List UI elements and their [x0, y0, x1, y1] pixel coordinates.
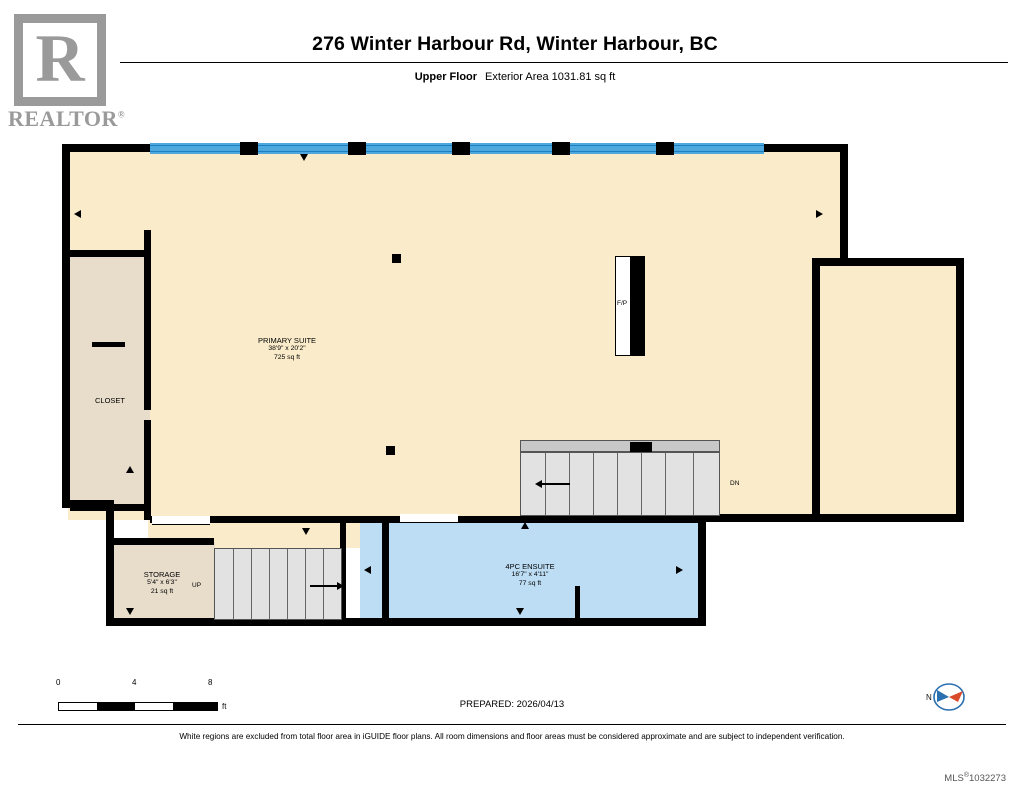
wall-right-ensuite: [698, 520, 706, 626]
wall-right-mid: [812, 258, 820, 520]
fireplace-label: F/P: [617, 300, 628, 307]
view-arrow-ensuite-top: [521, 522, 529, 529]
scale-unit-label: ft: [222, 702, 227, 711]
floor-label: Upper Floor: [414, 71, 478, 83]
door-opening-storage: [152, 516, 210, 525]
mls-label: MLS: [944, 773, 964, 785]
ensuite-name: 4PC ENSUITE: [505, 562, 555, 571]
title-divider: [120, 62, 1008, 63]
storage-dimensions: 5'4" x 6'3": [147, 579, 177, 587]
view-arrow-ensuite-right: [676, 566, 683, 574]
door-opening-hall: [400, 514, 458, 523]
wall-left-lower: [106, 500, 114, 626]
closet-name: CLOSET: [94, 396, 125, 405]
wall-bottom-left: [106, 618, 706, 626]
wall-left-upper: [62, 144, 70, 508]
stairs-down-arrow: [535, 480, 542, 488]
stairs-up: [214, 548, 342, 620]
wall-ensuite-left: [382, 516, 389, 622]
storage-area: 21 sq ft: [150, 587, 174, 595]
stairs-down-arrow-shaft: [542, 483, 570, 485]
view-arrow-ensuite-bottom: [516, 608, 524, 615]
disclaimer-divider: [18, 724, 1006, 725]
ensuite-fill: [360, 520, 700, 622]
wall-right-upper: [840, 144, 848, 266]
svg-text:N: N: [926, 693, 932, 702]
window-mullion-5: [656, 142, 674, 155]
exterior-area-label: Exterior Area 1031.81 sq ft: [485, 71, 616, 83]
wall-closet-right: [144, 230, 151, 410]
realtor-logo: R REALTOR®: [8, 14, 126, 132]
compass-icon: N: [926, 683, 965, 711]
wall-ensuite-top: [382, 516, 700, 523]
view-arrow-ensuite-left: [364, 566, 371, 574]
scale-bar-widget: 0 4 8 ft: [56, 678, 236, 720]
window-mullion-2: [348, 142, 366, 155]
room-label-storage: STORAGE 5'4" x 6'3" 21 sq ft: [110, 570, 214, 596]
wall-closet-right-2: [144, 420, 151, 520]
wall-tub-divider: [575, 586, 580, 620]
stairs-up-label: UP: [192, 582, 202, 589]
scale-tick-4: 4: [132, 678, 137, 687]
room-label-ensuite: 4PC ENSUITE 16'7" x 4'11" 77 sq ft: [430, 562, 630, 588]
wall-right-outer: [956, 258, 964, 520]
wall-right-bottom: [812, 514, 964, 522]
stairs-up-arrow-shaft: [310, 585, 338, 587]
primary-suite-fill-2: [68, 258, 964, 520]
stairs-down-post: [630, 442, 652, 452]
prepared-date: PREPARED: 2026/04/13: [459, 699, 565, 710]
window-mullion-1: [240, 142, 258, 155]
wall-top-left: [62, 144, 150, 152]
realtor-logo-letter: R: [35, 20, 85, 96]
floor-subtitle: Upper Floor Exterior Area 1031.81 sq ft: [120, 71, 910, 83]
primary-suite-name: PRIMARY SUITE: [257, 336, 317, 345]
wall-closet-divider: [92, 342, 125, 347]
mls-value: 1032273: [969, 773, 1006, 785]
realtor-logo-box: R: [14, 14, 106, 106]
fireplace-flue: [630, 256, 644, 356]
disclaimer-text: White regions are excluded from total fl…: [179, 732, 845, 741]
primary-suite-dimensions: 38'9" x 20'2": [268, 345, 306, 353]
room-label-primary-suite: PRIMARY SUITE 38'9" x 20'2" 725 sq ft: [212, 336, 362, 362]
primary-suite-fill: [68, 146, 848, 266]
view-arrow-right-upper: [816, 210, 823, 218]
floorplan-drawing: F/P DN UP: [0, 130, 1024, 650]
view-arrow-storage: [126, 608, 134, 615]
compass-rose: N: [925, 680, 965, 714]
realtor-registered-icon: ®: [117, 109, 126, 120]
floor-marker-1: [392, 254, 401, 263]
view-arrow-closet: [126, 466, 134, 473]
window-mullion-3: [452, 142, 470, 155]
wall-ensuite-top-right: [698, 514, 820, 522]
view-arrow-top: [300, 154, 308, 161]
storage-name: STORAGE: [143, 570, 181, 579]
mls-number: MLS®1032273: [944, 772, 1006, 784]
wall-closet-top: [70, 250, 150, 257]
stairs-down-label: DN: [730, 480, 740, 487]
page-title: 276 Winter Harbour Rd, Winter Harbour, B…: [312, 33, 718, 55]
wall-stair-partition: [340, 522, 346, 620]
floor-marker-2: [386, 446, 395, 455]
wall-hall-left: [150, 516, 388, 523]
realtor-logo-word: REALTOR®: [8, 106, 126, 131]
closet-fill: [70, 256, 150, 508]
ensuite-area: 77 sq ft: [518, 579, 542, 587]
view-arrow-left-upper: [74, 210, 81, 218]
primary-suite-area: 725 sq ft: [273, 353, 301, 361]
scale-tick-0: 0: [56, 678, 61, 687]
mls-registered-icon: ®: [963, 772, 970, 779]
scale-bar: [58, 702, 218, 711]
stairs-down-landing: [520, 440, 720, 452]
wall-closet-bottom: [70, 504, 150, 511]
stairs-up-arrow: [337, 582, 344, 590]
wall-right-jog-top: [812, 258, 964, 266]
scale-tick-8: 8: [208, 678, 213, 687]
wall-storage-top: [114, 538, 214, 545]
wall-top-right-seg: [764, 144, 848, 152]
window-mullion-4: [552, 142, 570, 155]
ensuite-dimensions: 16'7" x 4'11": [511, 571, 549, 579]
room-label-closet: CLOSET: [62, 396, 158, 405]
view-arrow-mid: [302, 528, 310, 535]
